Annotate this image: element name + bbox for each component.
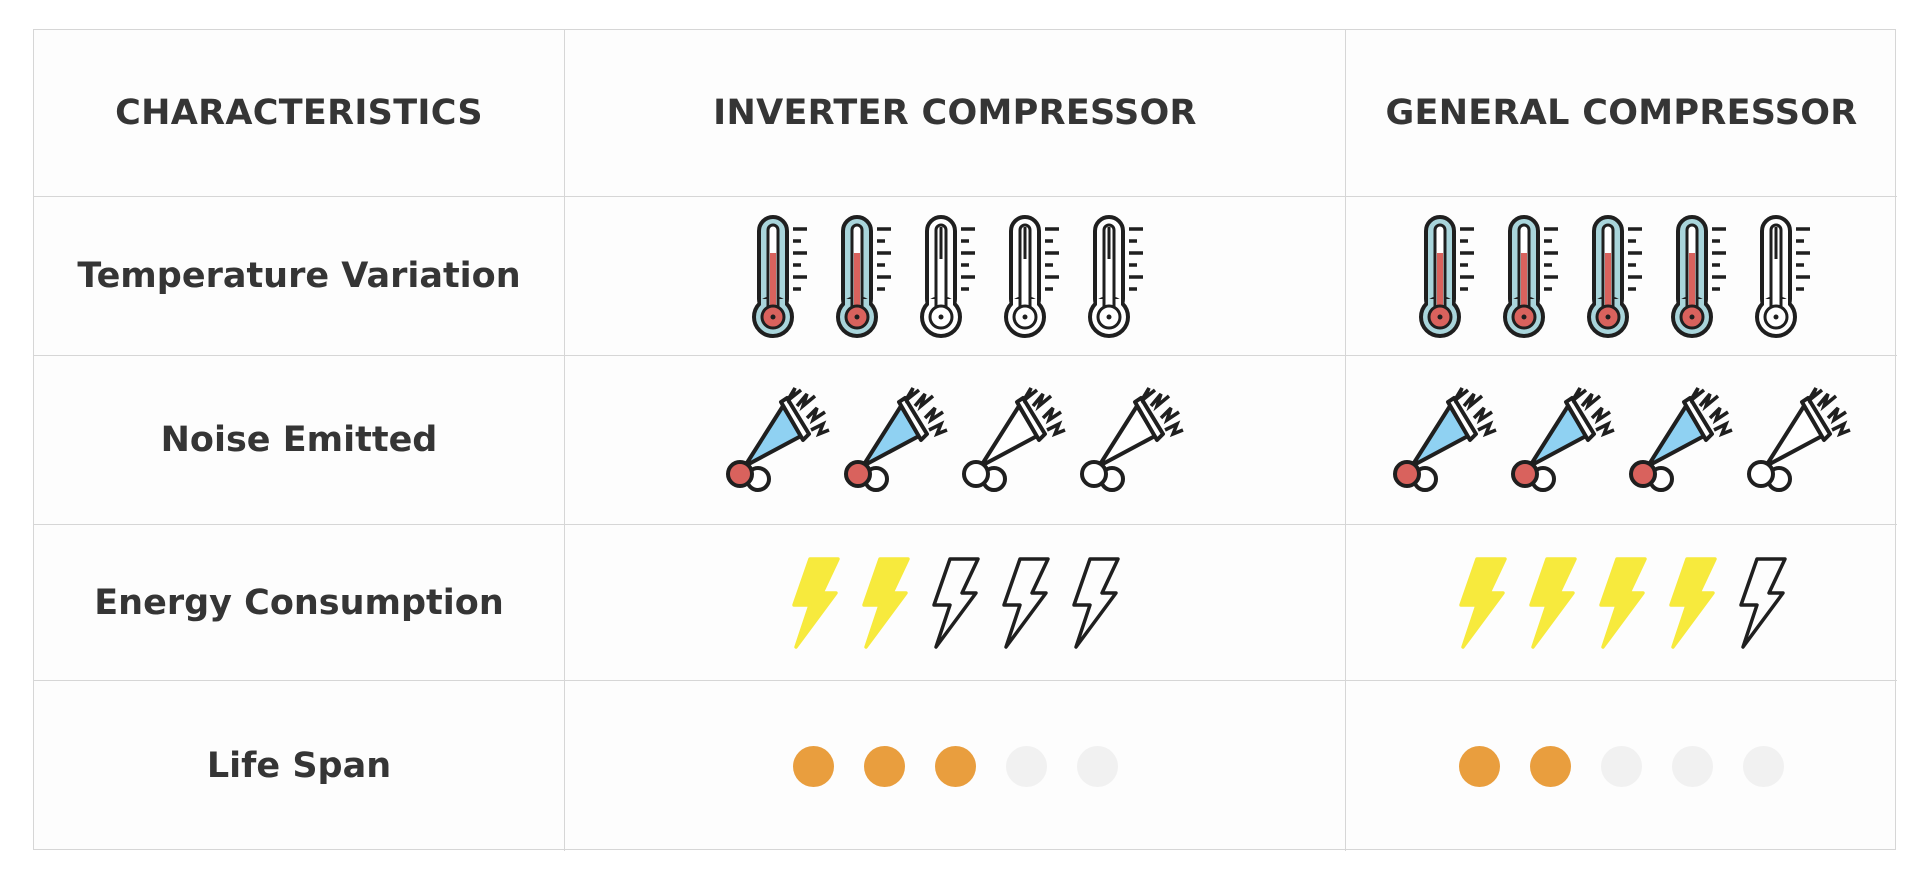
dot-icon bbox=[1672, 745, 1713, 787]
megaphone-icon bbox=[962, 387, 1066, 492]
row-label-noise: Noise Emitted bbox=[34, 356, 565, 525]
lightning-bolt-icon bbox=[792, 556, 840, 649]
lifespan-general-cell bbox=[1346, 681, 1897, 851]
dot-icon bbox=[934, 745, 976, 787]
energy-inverter-cell bbox=[565, 525, 1346, 681]
thermometer-icon bbox=[920, 215, 975, 338]
header-general-compressor: GENERAL COMPRESSOR bbox=[1346, 30, 1897, 197]
noise-general-cell bbox=[1346, 356, 1897, 525]
lightning-bolt-icon bbox=[1668, 556, 1717, 649]
dot-icon bbox=[863, 745, 905, 787]
dot-icon bbox=[1459, 745, 1500, 787]
temperature-inverter-cell bbox=[565, 197, 1346, 356]
energy-general-cell bbox=[1346, 525, 1897, 681]
temperature-general-cell bbox=[1346, 197, 1897, 356]
row-label-energy: Energy Consumption bbox=[34, 525, 565, 681]
megaphone-icon bbox=[1628, 387, 1733, 492]
lightning-bolt-icon bbox=[1738, 556, 1787, 649]
dot-icon bbox=[1530, 745, 1571, 787]
thermometer-icon bbox=[752, 215, 807, 338]
row-label-lifespan: Life Span bbox=[34, 681, 565, 851]
thermometer-icon bbox=[1088, 215, 1143, 338]
thermometer-icon bbox=[1502, 215, 1558, 338]
noise-inverter-cell bbox=[565, 356, 1346, 525]
lightning-bolt-icon bbox=[1458, 556, 1507, 649]
header-inverter-compressor: INVERTER COMPRESSOR bbox=[565, 30, 1346, 197]
megaphone-icon bbox=[1392, 387, 1497, 492]
lightning-bolt-icon bbox=[1598, 556, 1647, 649]
lifespan-inverter-cell bbox=[565, 681, 1346, 851]
dot-icon bbox=[1743, 745, 1784, 787]
lightning-bolt-icon bbox=[862, 556, 910, 649]
thermometer-icon bbox=[836, 215, 891, 338]
lightning-bolt-icon bbox=[1072, 556, 1120, 649]
thermometer-icon bbox=[1418, 215, 1474, 338]
dot-icon bbox=[1005, 745, 1047, 787]
megaphone-icon bbox=[1746, 387, 1851, 492]
row-label-temperature: Temperature Variation bbox=[34, 197, 565, 356]
thermometer-icon bbox=[1670, 215, 1726, 338]
dot-icon bbox=[792, 745, 834, 787]
megaphone-icon bbox=[726, 387, 830, 492]
dot-icon bbox=[1601, 745, 1642, 787]
megaphone-icon bbox=[1080, 387, 1184, 492]
thermometer-icon bbox=[1586, 215, 1642, 338]
lightning-bolt-icon bbox=[1528, 556, 1577, 649]
lightning-bolt-icon bbox=[932, 556, 980, 649]
dot-icon bbox=[1076, 745, 1118, 787]
thermometer-icon bbox=[1754, 215, 1810, 338]
thermometer-icon bbox=[1004, 215, 1059, 338]
megaphone-icon bbox=[844, 387, 948, 492]
header-characteristics: CHARACTERISTICS bbox=[34, 30, 565, 197]
lightning-bolt-icon bbox=[1002, 556, 1050, 649]
comparison-table: CHARACTERISTICS INVERTER COMPRESSOR GENE… bbox=[33, 29, 1897, 851]
megaphone-icon bbox=[1510, 387, 1615, 492]
